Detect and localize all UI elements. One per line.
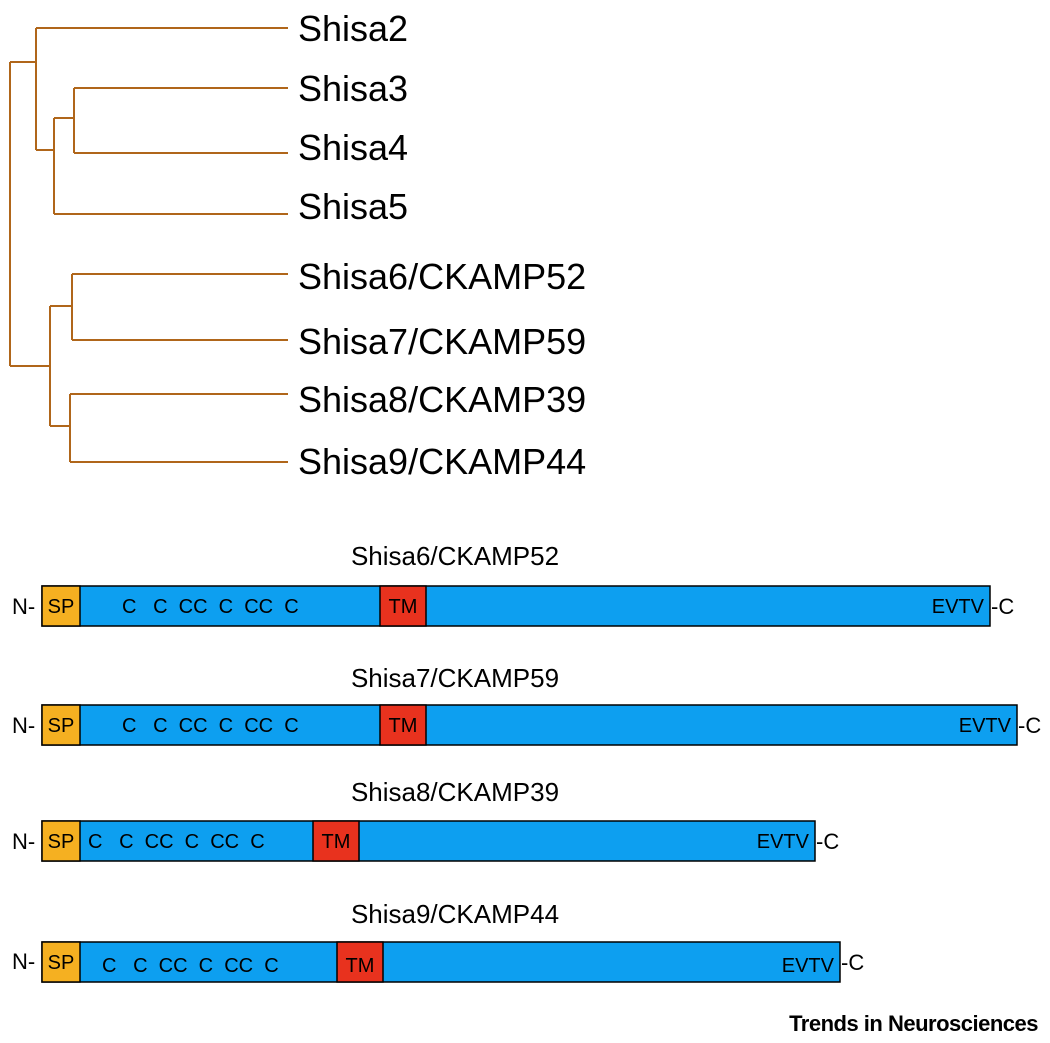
leaf-label-shisa9: Shisa9/CKAMP44 — [298, 441, 586, 482]
cysteine-motif-label: C C CC C CC C — [122, 715, 299, 737]
signal-peptide-box — [41, 941, 81, 983]
transmembrane-box — [379, 704, 427, 746]
protein-diagram-shisa6: Shisa6/CKAMP52 N- SP C C CC C CC C TM EV… — [12, 541, 1014, 627]
c-terminus-label: -C — [1018, 713, 1041, 738]
cysteine-motif-label: C C CC C CC C — [122, 596, 299, 618]
protein-body — [41, 820, 816, 862]
signal-peptide-box — [41, 704, 81, 746]
evtv-motif-label: EVTV — [959, 715, 1012, 737]
cysteine-motif-label: C C CC C CC C — [88, 831, 265, 853]
journal-footer: Trends in Neurosciences — [789, 1011, 1038, 1036]
transmembrane-label: TM — [389, 715, 418, 737]
protein-body — [41, 941, 841, 983]
protein-body — [41, 585, 991, 627]
signal-peptide-label: SP — [48, 596, 75, 618]
protein-diagram-shisa7: Shisa7/CKAMP59 N- SP C C CC C CC C TM EV… — [12, 663, 1041, 746]
n-terminus-label: N- — [12, 713, 35, 738]
signal-peptide-label: SP — [48, 952, 75, 974]
leaf-label-shisa4: Shisa4 — [298, 127, 408, 168]
transmembrane-box — [312, 820, 360, 862]
leaf-label-shisa7: Shisa7/CKAMP59 — [298, 321, 586, 362]
protein-diagram-shisa9: Shisa9/CKAMP44 N- SP C C CC C CC C TM EV… — [12, 899, 864, 983]
transmembrane-label: TM — [389, 596, 418, 618]
phylogenetic-tree — [9, 27, 288, 463]
signal-peptide-label: SP — [48, 715, 75, 737]
protein-body — [41, 704, 1018, 746]
transmembrane-label: TM — [322, 831, 351, 853]
leaf-label-shisa5: Shisa5 — [298, 186, 408, 227]
protein-title: Shisa8/CKAMP39 — [351, 777, 559, 807]
tree-leaf-labels: Shisa2 Shisa3 Shisa4 Shisa5 Shisa6/CKAMP… — [298, 8, 586, 482]
leaf-label-shisa6: Shisa6/CKAMP52 — [298, 256, 586, 297]
evtv-motif-label: EVTV — [782, 955, 835, 977]
c-terminus-label: -C — [991, 594, 1014, 619]
protein-title: Shisa9/CKAMP44 — [351, 899, 559, 929]
leaf-label-shisa3: Shisa3 — [298, 68, 408, 109]
signal-peptide-box — [41, 820, 81, 862]
n-terminus-label: N- — [12, 949, 35, 974]
leaf-label-shisa8: Shisa8/CKAMP39 — [298, 379, 586, 420]
transmembrane-box — [336, 941, 384, 983]
cysteine-motif-label: C C CC C CC C — [102, 955, 279, 977]
transmembrane-label: TM — [346, 955, 375, 977]
c-terminus-label: -C — [841, 950, 864, 975]
signal-peptide-box — [41, 585, 81, 627]
protein-diagram-shisa8: Shisa8/CKAMP39 N- SP C C CC C CC C TM EV… — [12, 777, 839, 862]
n-terminus-label: N- — [12, 829, 35, 854]
transmembrane-box — [379, 585, 427, 627]
c-terminus-label: -C — [816, 829, 839, 854]
leaf-label-shisa2: Shisa2 — [298, 8, 408, 49]
evtv-motif-label: EVTV — [932, 596, 985, 618]
signal-peptide-label: SP — [48, 831, 75, 853]
protein-title: Shisa6/CKAMP52 — [351, 541, 559, 571]
protein-title: Shisa7/CKAMP59 — [351, 663, 559, 693]
n-terminus-label: N- — [12, 594, 35, 619]
evtv-motif-label: EVTV — [757, 831, 810, 853]
